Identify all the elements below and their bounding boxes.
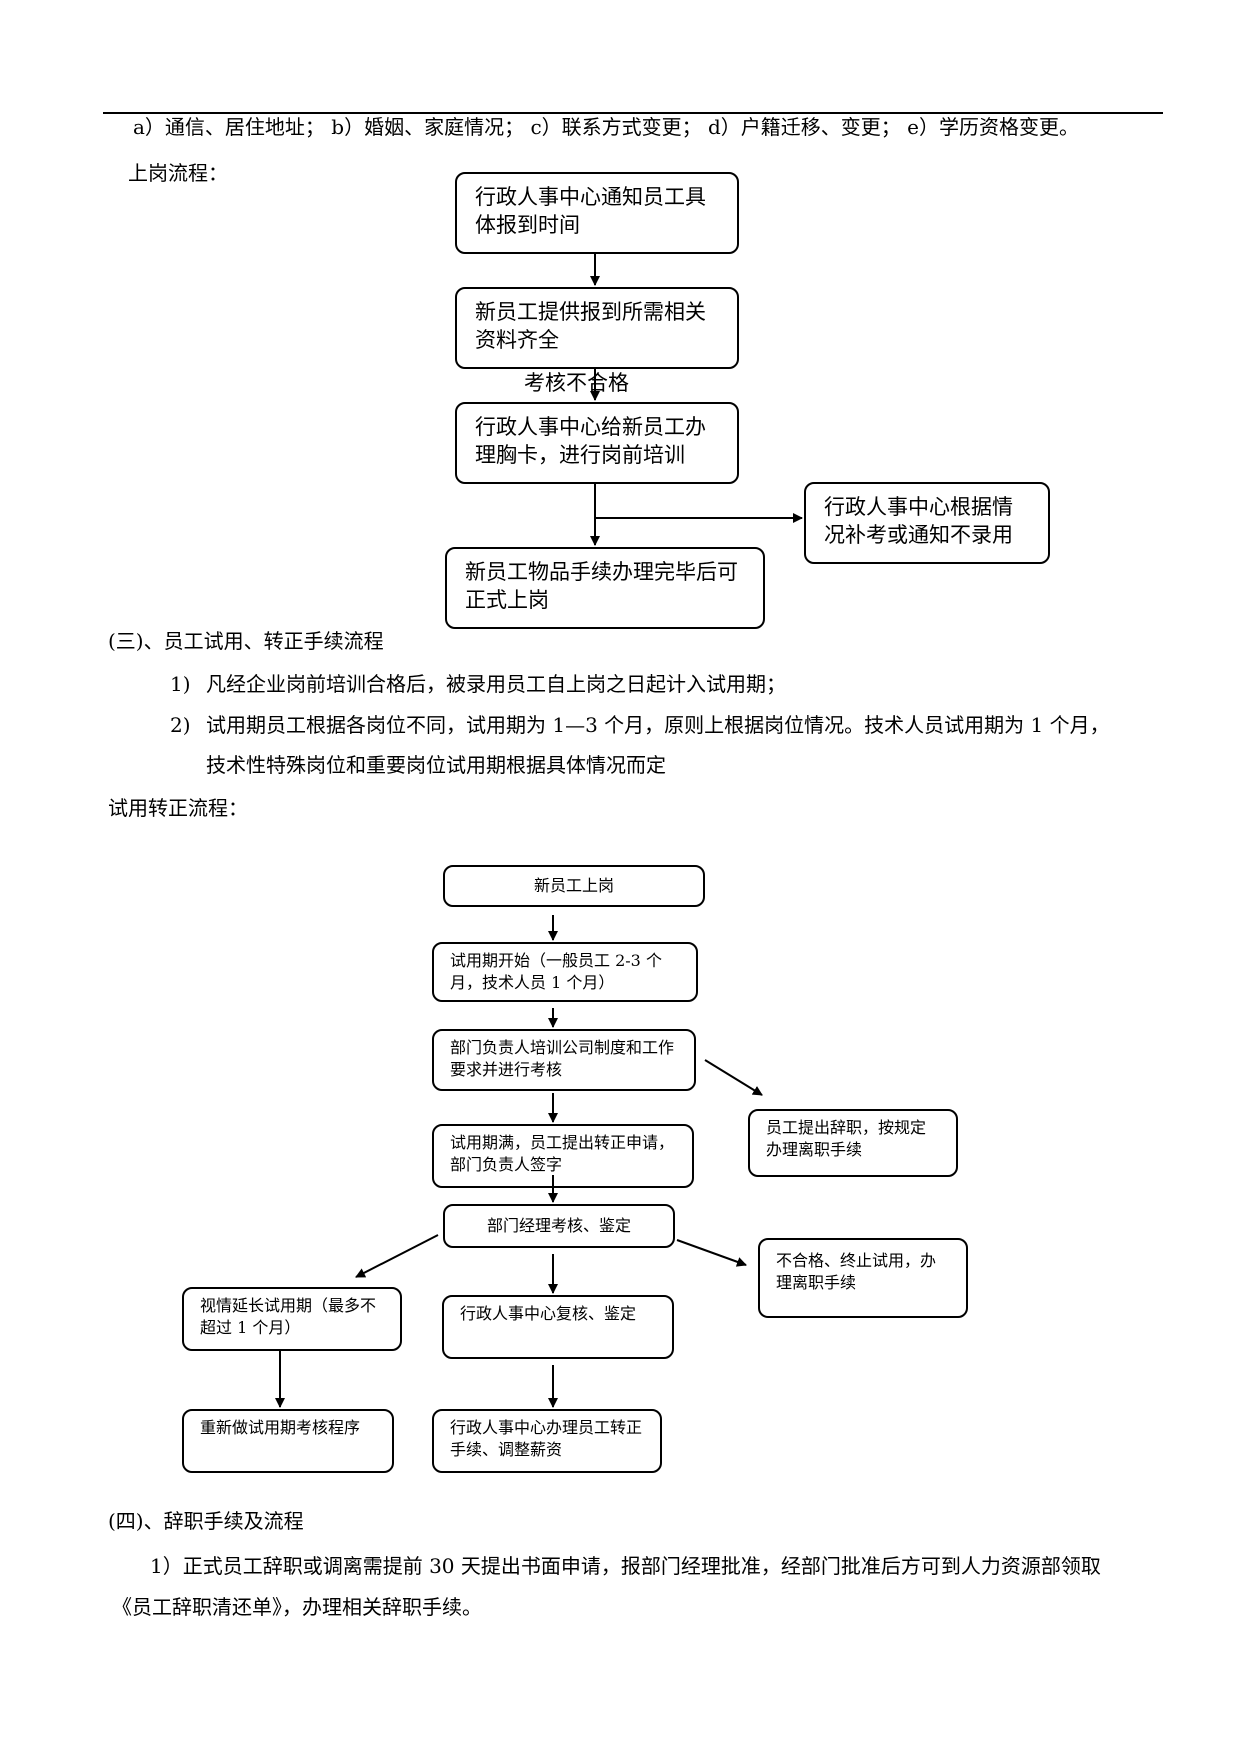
arrow-review-to-fail [676,1239,747,1267]
arrow-training-to-resign [704,1059,763,1096]
section4-heading: (四)、辞职手续及流程 [108,1509,304,1533]
pbox-fail-terminate: 不合格、终止试用，办理离职手续 [758,1238,968,1318]
pbox-confirm-adjust-salary: 行政人事中心办理员工转正手续、调整薪资 [432,1409,662,1473]
flow-box-badge-training: 行政人事中心给新员工办理胸卡，进行岗前培训 [455,402,739,484]
arrow-review-to-extend [355,1234,439,1278]
flow-box-notify-report-time: 行政人事中心通知员工具体报到时间 [455,172,739,254]
section4-paragraph-line1: 1）正式员工辞职或调离需提前 30 天提出书面申请，报部门经理批准，经部门批准后… [150,1554,1101,1578]
section3-item2-text: 试用期员工根据各岗位不同，试用期为 1—3 个月，原则上根据岗位情况。技术人员试… [206,713,1110,737]
pbox-probation-start: 试用期开始（一般员工 2-3 个月，技术人员 1 个月） [432,942,698,1002]
header-rule [103,112,1163,114]
pbox-extend-probation: 视情延长试用期（最多不超过 1 个月） [182,1287,402,1351]
onboarding-label: 上岗流程： [128,161,228,185]
section3-item1-num: 1) [170,672,191,696]
pbox-new-employee-onboard: 新员工上岗 [443,865,705,907]
section3-heading: (三)、员工试用、转正手续流程 [108,629,384,653]
fail-assessment-label: 考核不合格 [524,371,629,395]
section3-item1-text: 凡经企业岗前培训合格后，被录用员工自上岗之日起计入试用期； [206,672,786,696]
pbox-department-training: 部门负责人培训公司制度和工作要求并进行考核 [432,1029,696,1091]
section3-item2-num: 2) [170,713,191,737]
header-items: a）通信、居住地址； b）婚姻、家庭情况； c）联系方式变更； d）户籍迁移、变… [133,115,1079,139]
pbox-resign-process: 员工提出辞职，按规定办理离职手续 [748,1109,958,1177]
pbox-admin-recheck: 行政人事中心复核、鉴定 [442,1295,674,1359]
pbox-confirmation-request: 试用期满，员工提出转正申请，部门负责人签字 [432,1124,694,1188]
flow-box-submit-documents: 新员工提供报到所需相关资料齐全 [455,287,739,369]
pbox-redo-assessment: 重新做试用期考核程序 [182,1409,394,1473]
section3-item2-continuation: 技术性特殊岗位和重要岗位试用期根据具体情况而定 [206,753,666,777]
flow-box-start-work: 新员工物品手续办理完毕后可正式上岗 [445,547,765,629]
section4-paragraph-line2: 《员工辞职清还单》，办理相关辞职手续。 [112,1595,482,1619]
flow-box-retest-or-reject: 行政人事中心根据情况补考或通知不录用 [804,482,1050,564]
probation-flow-label: 试用转正流程： [108,796,248,820]
pbox-manager-review: 部门经理考核、鉴定 [443,1204,675,1248]
